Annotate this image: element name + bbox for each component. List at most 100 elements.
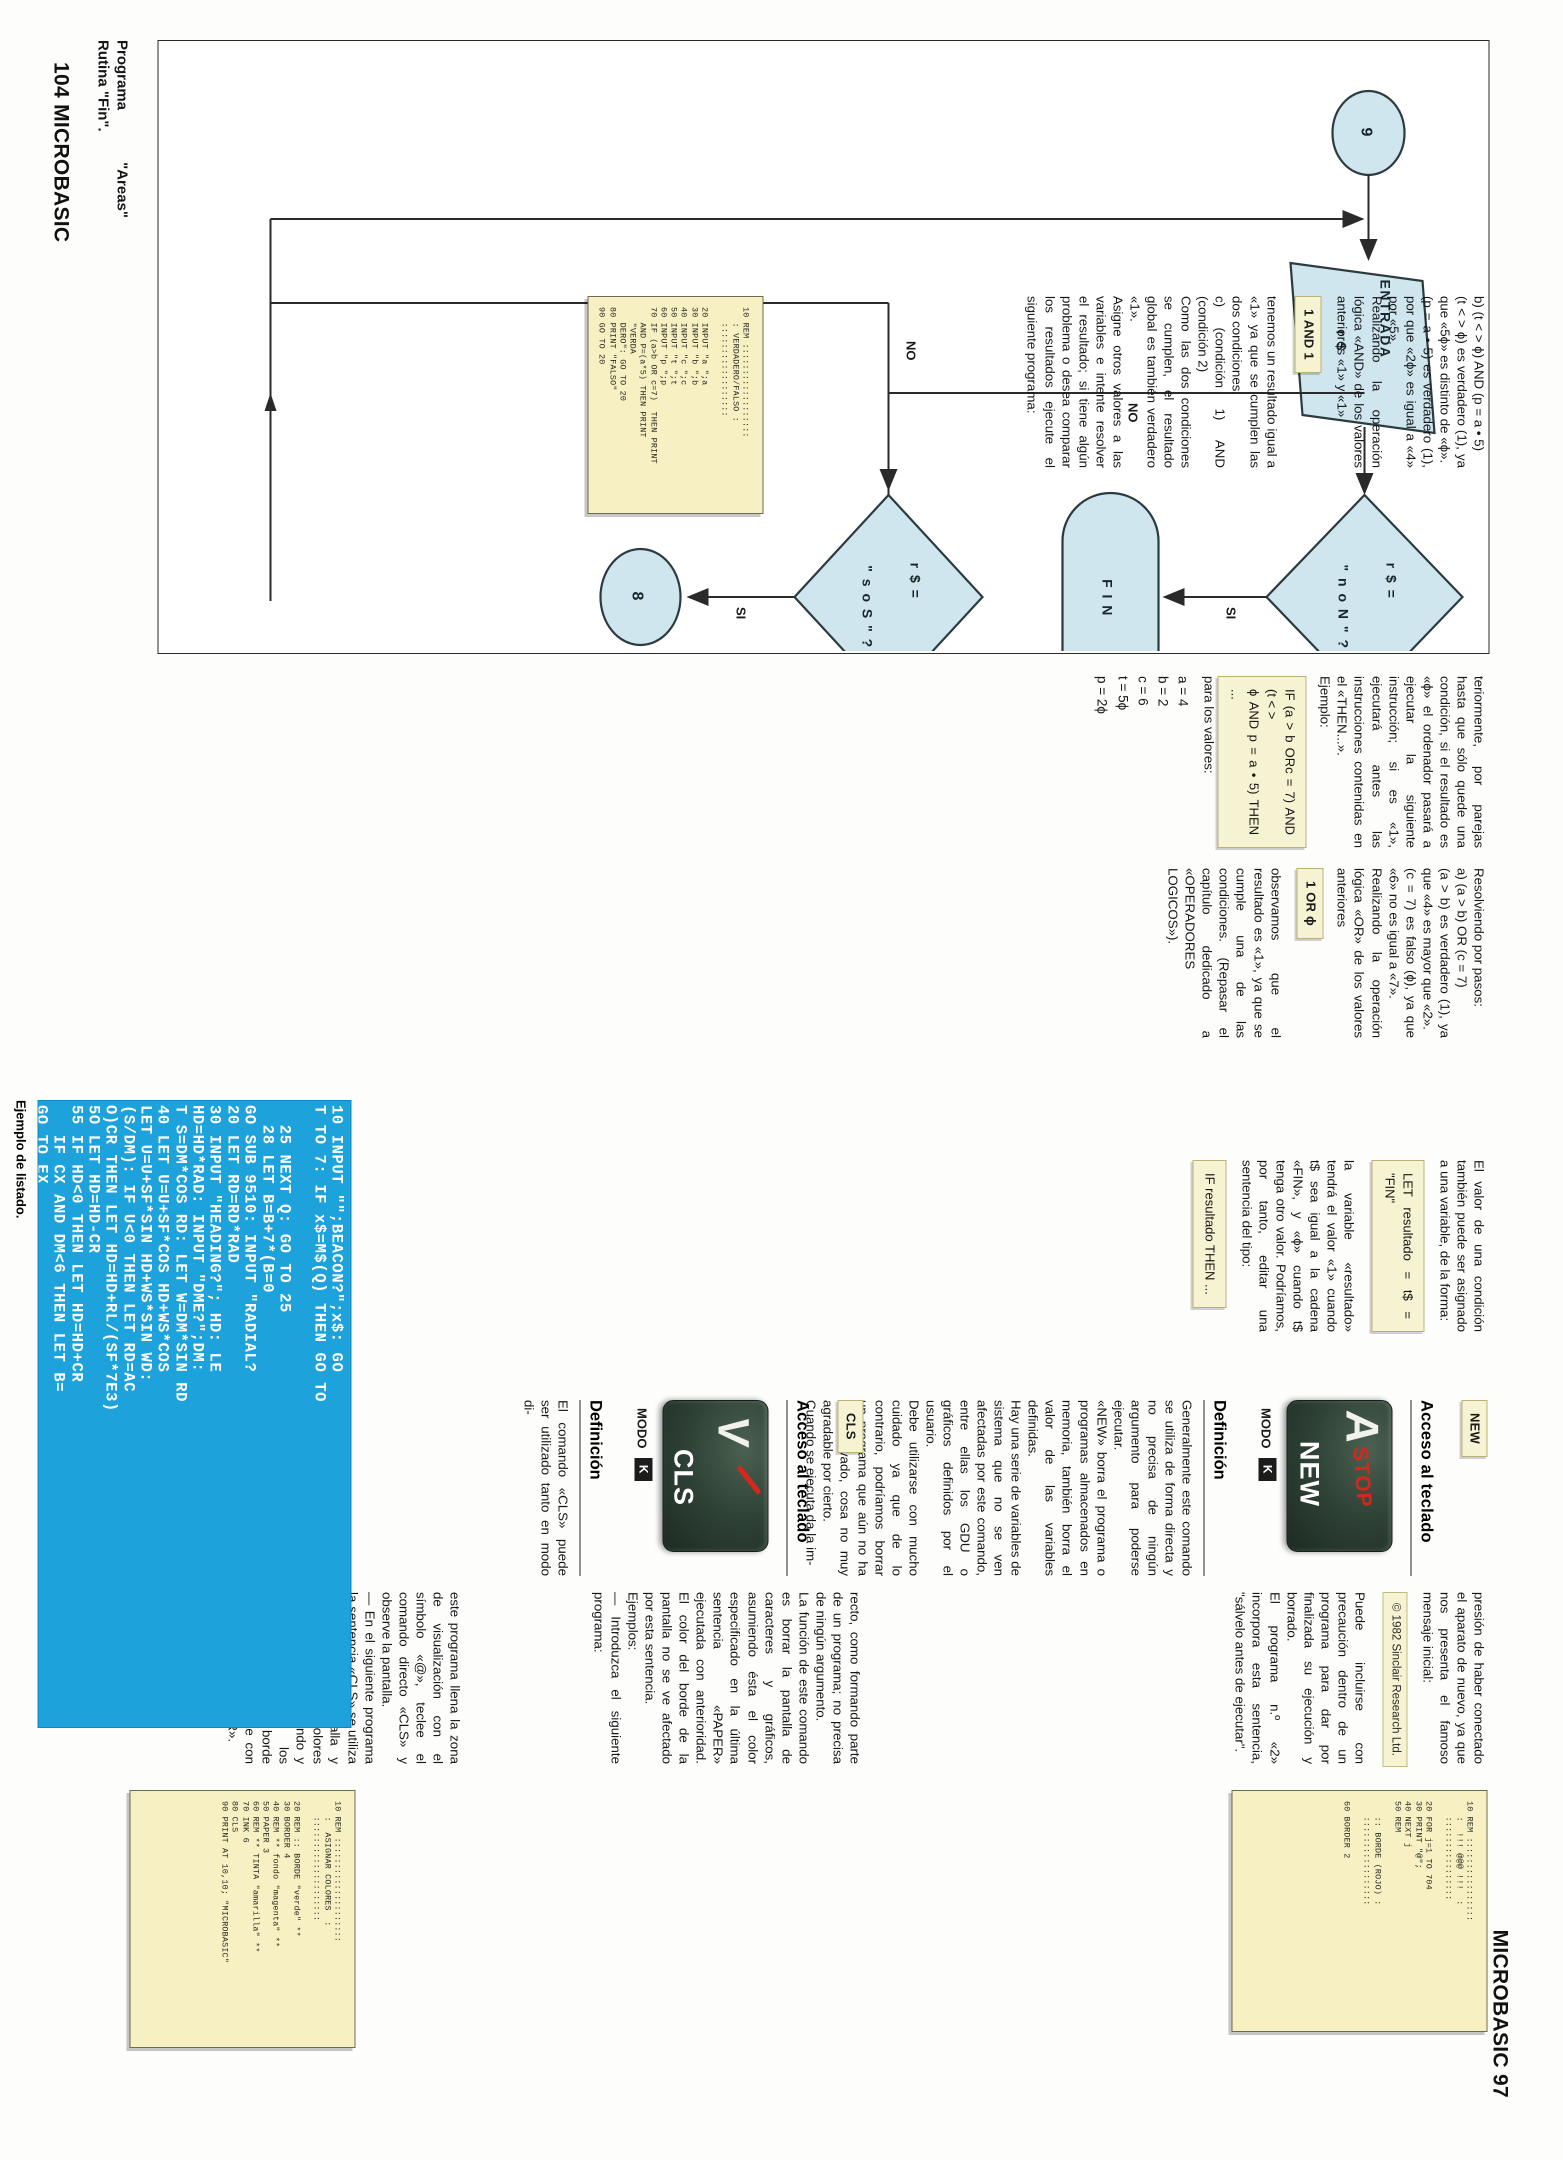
- column-teriormente: teriormente, por parejas hasta que sólo …: [1091, 676, 1487, 848]
- key-cls-bottom: CLS: [668, 1449, 698, 1506]
- block-cls: CLS Acceso al teclado V CLS MODO K Defin…: [520, 1400, 863, 1576]
- chip-if-resultado: IF resultado THEN ...: [1191, 1160, 1226, 1308]
- example-formula-box: IF (a > b ORc = 7) AND (t < > ϕ AND p = …: [1217, 676, 1307, 848]
- text-c-cond: c) (condición 1) AND (condición 2): [1195, 296, 1228, 468]
- text-para-valores: para los valores:: [1201, 676, 1217, 774]
- chip-new: NEW: [1461, 1400, 1487, 1457]
- value-b: b = 2: [1155, 676, 1171, 707]
- modo-key-cls: K: [634, 1457, 652, 1481]
- flowchart-title: Programa "Areas" Rutina "Fin".: [93, 40, 130, 218]
- listing-asignar-colores: 10 REM :::::::::::::::::::: : ASIGNAR CO…: [129, 1790, 355, 2048]
- flow-d1-si: SI: [1223, 607, 1238, 619]
- page-left: 104 MICROBASIC 9 ENTRADA: [49, 40, 1489, 1038]
- text-cls-r1: recto, como formando parte de un program…: [812, 1592, 862, 1764]
- heading-acceso-teclado-cls: Acceso al teclado: [786, 1400, 811, 1576]
- text-step-a: a) (a > b) OR (c = 7): [1453, 868, 1469, 988]
- blue-screen-listing: 10 INPUT "";BEACON?";x$: GO T TO 7: IF x…: [37, 1100, 351, 1728]
- text-observamos: observamos que el resultado es «1», ya q…: [1165, 868, 1283, 1038]
- value-t: t = 5ϕ: [1114, 676, 1130, 711]
- key-new-main: A: [1336, 1408, 1388, 1447]
- column-b-and: b) (t < > ϕ) AND (p = a • 5) (t < > ϕ) e…: [1023, 296, 1487, 468]
- def-new-p2: «NEW» borra el programa o programas alma…: [1025, 1400, 1109, 1576]
- flow-decision-2-a: r $ =: [907, 563, 923, 600]
- listing-verdadero-falso: 10 REM :::::::::::::::::: : VERDADERO/FA…: [587, 296, 763, 514]
- chip-1-or-0: 1 OR ϕ: [1295, 868, 1324, 939]
- flow-terminal-fin-label: F I N: [1099, 579, 1115, 617]
- text-cls-ejemplos: Ejemplos:: [624, 1592, 640, 1651]
- modo-label-new: MODO: [1258, 1408, 1273, 1449]
- text-puede-incluirse: Puede incluirse con precaución dentro de…: [1283, 1592, 1367, 1764]
- flow-d2-no: NO: [903, 341, 918, 361]
- text-c-1: Como las dos condiciones se cumplen, el …: [1126, 296, 1194, 468]
- page-footer-left: 104 MICROBASIC: [49, 62, 72, 243]
- text-ejemplo-label: Ejemplo:: [1317, 676, 1333, 728]
- heading-definicion-cls: Definición: [579, 1400, 604, 1576]
- key-cls-main: V: [708, 1414, 757, 1449]
- flow-node-8-text: 8: [628, 592, 645, 603]
- column-valor-condicion: El valor de una condición también puede …: [1191, 1160, 1487, 1332]
- value-a: a = 4: [1175, 676, 1191, 707]
- text-b-line: b) (t < > ϕ) AND (p = a • 5): [1471, 296, 1486, 452]
- text-cls-r2: La función de este comando es borrar la …: [642, 1592, 811, 1764]
- flow-node-8: [598, 547, 682, 647]
- copyright-sinclair: © 1982 Sinclair Research Ltd.: [1381, 1592, 1407, 1767]
- chip-let-resultado: LET resultado = t$ = "FIN": [1371, 1160, 1424, 1332]
- chip-1-and-1: 1 AND 1: [1293, 296, 1322, 373]
- modo-label-cls: MODO: [634, 1408, 649, 1449]
- text-step-a1: (a > b) es verdadero (1), ya que «4» es …: [1419, 868, 1452, 1038]
- key-cls-slash-icon: [736, 1465, 761, 1495]
- flow-entrada-var: r $: [1333, 330, 1349, 352]
- def-cls-p1: El comando «CLS» puede ser utilizado tan…: [520, 1400, 570, 1576]
- flow-entrada-label: ENTRADA: [1377, 280, 1393, 359]
- heading-acceso-teclado-new: Acceso al teclado: [1410, 1400, 1435, 1576]
- flowchart-svg-full: 9 ENTRADA r $ r $ = " n o N " ?: [160, 41, 1488, 651]
- value-c: c = 6: [1134, 676, 1150, 706]
- block-new: NEW Acceso al teclado A STOP NEW MODO K …: [802, 1400, 1487, 1576]
- text-b-3: Realizando la operación lógica «AND» de …: [1334, 296, 1384, 468]
- flowchart-frame: 9 ENTRADA r $ r $ = " n o N " ? SI: [157, 40, 1489, 654]
- flow-node-9-text: 9: [1357, 128, 1374, 139]
- text-cls-r5: este programa llena la zona de visualiza…: [378, 1592, 462, 1764]
- flow-decision-2-b: " s o S " ?: [859, 565, 875, 648]
- chip-cls: CLS: [837, 1400, 863, 1453]
- modo-key-new: K: [1258, 1457, 1276, 1481]
- blue-listing-caption: Ejemplo de listado.: [13, 1100, 28, 1219]
- flow-terminal-fin: [1060, 491, 1160, 651]
- text-presion: presión de haber conectado el aparato de…: [1419, 1592, 1486, 1764]
- flow-d1-no: NO: [1125, 403, 1140, 423]
- text-b-1: (t < > ϕ) es verdadero (1), ya que «5ϕ» …: [1436, 296, 1469, 468]
- page-header-right: MICROBASIC 97: [1488, 1929, 1511, 2098]
- text-asigne: Asigne otros valores a las variables e i…: [1024, 296, 1125, 468]
- text-step-a2: (c = 7) es falso (ϕ), ya que «6» no es i…: [1385, 868, 1418, 1038]
- column-program-title: Programa "Areas" Rutina "Fin".: [92, 40, 131, 218]
- column-resolviendo: Resolviendo por pasos: a) (a > b) OR (c …: [1164, 868, 1487, 1038]
- flow-decision-1-a: r $ =: [1383, 563, 1399, 600]
- text-valor-1: El valor de una condición también puede …: [1436, 1160, 1486, 1332]
- key-new-photo: A STOP NEW: [1286, 1400, 1392, 1552]
- flow-entrada: [1288, 261, 1436, 435]
- text-b-2: (p = a • 5) es verdadero (1), por que «2…: [1385, 296, 1435, 468]
- key-cls-photo: V CLS: [662, 1400, 768, 1552]
- def-new-p3: Hay una serie de variables de sistema qu…: [922, 1400, 1024, 1576]
- def-new-p1: Generalmente este comando se utiliza de …: [1110, 1400, 1194, 1576]
- block-blue-listing: 10 INPUT "";BEACON?";x$: GO T TO 7: IF x…: [13, 1100, 351, 1730]
- text-realizando-or: Realizando la operación lógica «OR» de l…: [1334, 868, 1384, 1038]
- text-valor-2: la variable «resultado» tendrá el valor …: [1238, 1160, 1357, 1332]
- flow-decision-1-b: " n o N " ?: [1335, 565, 1351, 650]
- text-b-4: tenemos un resultado igual a «1» ya que …: [1229, 296, 1279, 468]
- key-new-stop: STOP: [1347, 1446, 1376, 1509]
- example-formula-line1: IF (a > b ORc = 7) AND (t < >: [1264, 689, 1298, 835]
- heading-definicion-new: Definición: [1203, 1400, 1228, 1576]
- flow-d2-si: SI: [733, 607, 748, 619]
- text-programa-2: El programa n.º «2» incorpora esta sente…: [1232, 1592, 1282, 1764]
- value-p: p = 2ϕ: [1094, 676, 1110, 714]
- text-resolviendo: Resolviendo por pasos:: [1471, 868, 1486, 1007]
- column-presion: presión de haber conectado el aparato de…: [1231, 1592, 1487, 1767]
- text-teriormente: teriormente, por parejas hasta que sólo …: [1334, 676, 1486, 848]
- example-formula-line2: ϕ AND p = a • 5) THEN ...: [1227, 689, 1261, 835]
- listing-border-rojo: 10 REM :::::::::::::::: : !!! @@@ !!! : …: [1231, 1790, 1487, 2032]
- key-new-bottom: NEW: [1294, 1441, 1324, 1507]
- column-cls-right: recto, como formando parte de un program…: [590, 1592, 863, 1764]
